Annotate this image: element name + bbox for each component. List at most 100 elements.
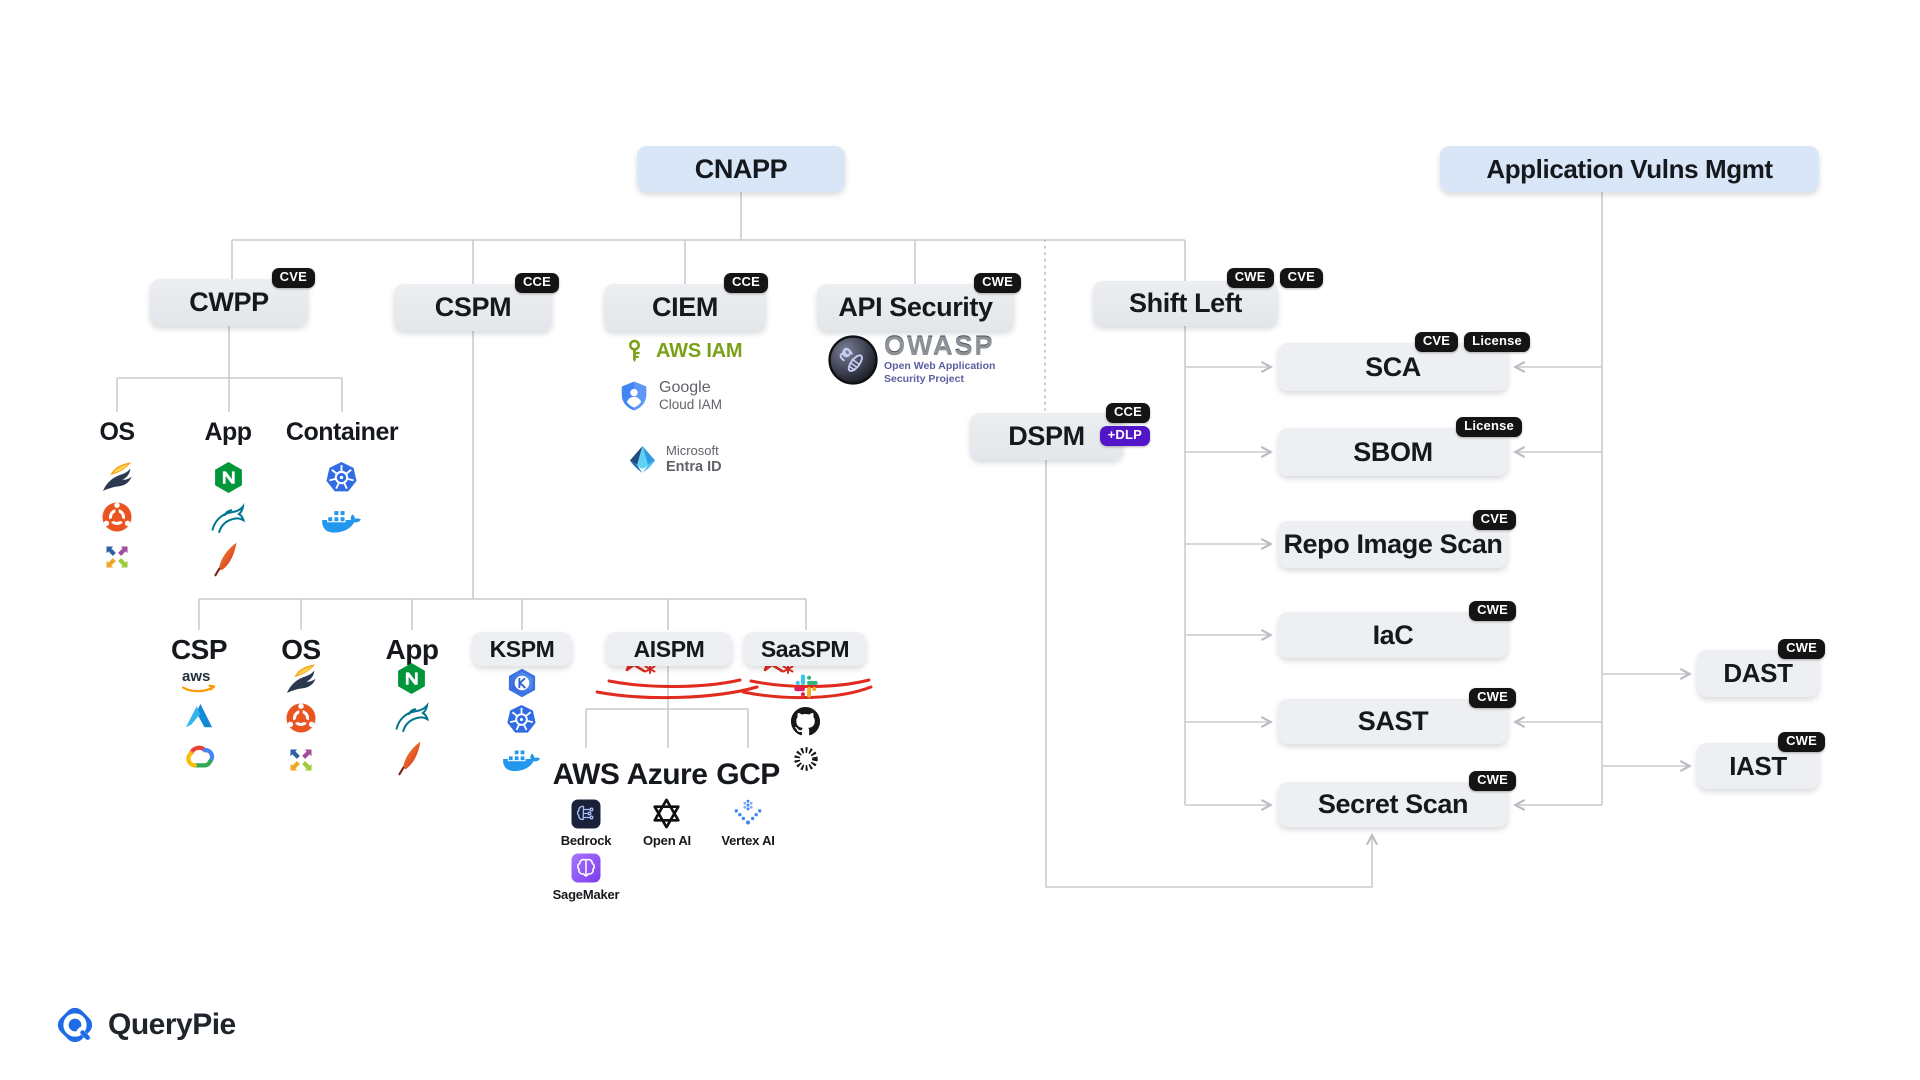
falcon-os-icon <box>99 460 135 496</box>
ciem-node: CIEM CCE <box>604 273 768 331</box>
api-security-node: API Security CWE <box>817 273 1021 331</box>
microsoft-entra-id-icon <box>627 444 658 475</box>
cwe-badge: CWE <box>1778 639 1825 659</box>
aws-icon: aws <box>181 668 216 693</box>
cve-badge: CVE <box>1279 268 1323 288</box>
cspm-app-label: App <box>385 634 439 665</box>
google-cloud-iam-item: Google Cloud IAM <box>617 379 722 413</box>
sca-label: SCA <box>1365 351 1421 382</box>
cce-badge: CCE <box>723 273 768 293</box>
cwpp-app-label: App <box>204 418 252 446</box>
querypie-brand: QueryPie <box>52 1002 236 1048</box>
saaspm-label: SaaSPM <box>760 635 850 662</box>
license-badge: License <box>1456 417 1522 437</box>
cwe-badge: CWE <box>1469 771 1516 791</box>
openai-icon <box>649 796 684 831</box>
repo-image-scan-label: Repo Image Scan <box>1283 529 1503 559</box>
aispm-gcp-label: GCP <box>716 758 780 791</box>
aispm-azure-label: Azure <box>626 758 708 791</box>
github-icon <box>790 706 821 737</box>
kubernetes-icon <box>506 704 537 735</box>
google-cloud-iam-shield-icon <box>617 379 651 413</box>
cspm-csp-label: CSP <box>170 634 228 665</box>
aws-bedrock-icon <box>570 798 602 830</box>
cwpp-container-label: Container <box>285 418 399 446</box>
api-security-label: API Security <box>838 292 993 322</box>
owasp-subtitle-2: Security Project <box>884 373 964 386</box>
cve-badge: CVE <box>271 268 315 288</box>
vertex-ai-icon <box>731 797 765 831</box>
ubuntu-icon <box>101 501 133 533</box>
secret-scan-label: Secret Scan <box>1317 789 1469 819</box>
docker-icon <box>320 502 364 538</box>
cspm-os-label: OS <box>281 634 321 665</box>
nginx-icon <box>212 461 245 494</box>
sast-label: SAST <box>1357 706 1429 736</box>
owasp-title: OWASP <box>884 331 995 361</box>
kspm-node: KSPM <box>472 632 572 666</box>
slack-icon <box>792 672 820 700</box>
azure-icon <box>184 701 214 731</box>
cve-badge: CVE <box>1414 332 1459 352</box>
dspm-label: DSPM <box>1008 421 1085 451</box>
cwe-badge: CWE <box>1778 732 1825 752</box>
iast-node: IAST CWE <box>1697 732 1825 789</box>
shift-left-node: Shift Left CWE CVE <box>1093 268 1323 326</box>
kspm-label: KSPM <box>489 635 555 662</box>
dspm-node: DSPM CCE +DLP <box>970 403 1150 460</box>
cwe-badge: CWE <box>1226 268 1274 288</box>
cspm-label: CSPM <box>434 292 512 322</box>
cce-badge: CCE <box>1105 403 1150 423</box>
sagemaker-caption: SageMaker <box>552 887 620 902</box>
cspm-node: CSPM CCE <box>394 273 559 331</box>
cloud-iam-label: Cloud IAM <box>659 397 723 413</box>
ubuntu-icon <box>285 702 317 734</box>
mysql-icon <box>390 699 434 737</box>
microsoft-label: Microsoft <box>666 443 719 458</box>
docker-icon <box>501 742 543 776</box>
aispm-aws-label: AWS <box>552 758 620 791</box>
apache-icon <box>210 540 246 578</box>
svg-text:aws: aws <box>182 668 210 685</box>
centos-icon <box>284 743 318 777</box>
aws-iam-item: AWS IAM <box>621 338 743 365</box>
bedrock-caption: Bedrock <box>560 833 612 848</box>
iac-label: IaC <box>1372 619 1414 650</box>
querypie-wordmark: QueryPie <box>108 1008 236 1041</box>
repo-image-scan-node: Repo Image Scan CVE <box>1278 510 1516 568</box>
dast-label: DAST <box>1723 658 1793 688</box>
centos-icon <box>100 540 134 574</box>
cce-badge: CCE <box>514 273 559 293</box>
iast-label: IAST <box>1729 750 1787 781</box>
shift-left-label: Shift Left <box>1129 288 1242 318</box>
iac-node: IaC CWE <box>1278 601 1516 658</box>
aws-sagemaker-icon <box>570 852 602 884</box>
google-label: Google <box>659 379 711 397</box>
burst-spinner-icon <box>791 744 821 774</box>
sca-node: SCA CVE License <box>1278 332 1530 391</box>
cwe-badge: CWE <box>1469 688 1516 708</box>
cnapp-node: CNAPP <box>637 146 845 192</box>
cwpp-node: CWPP CVE <box>150 268 315 326</box>
secret-scan-node: Secret Scan CWE <box>1278 771 1516 827</box>
owasp-item: OWASP Open Web Application Security Proj… <box>828 333 995 386</box>
kubernetes-icon <box>325 461 358 494</box>
dast-node: DAST CWE <box>1697 639 1825 697</box>
aispm-label: AISPM <box>633 635 705 662</box>
querypie-logo-icon <box>52 1002 98 1048</box>
sbom-label: SBOM <box>1353 436 1433 467</box>
avm-label: Application Vulns Mgmt <box>1486 153 1773 184</box>
dlp-badge: +DLP <box>1099 425 1150 446</box>
ciem-label: CIEM <box>652 292 718 322</box>
falcon-os-icon <box>283 662 319 698</box>
vertex-ai-caption: Vertex AI <box>721 833 775 848</box>
cnapp-label: CNAPP <box>694 153 788 184</box>
aispm-node: AISPM <box>606 632 732 666</box>
aws-iam-key-icon <box>621 338 648 365</box>
google-cloud-icon <box>179 739 219 773</box>
kubernetes-k-icon <box>507 668 537 698</box>
cwe-badge: CWE <box>1469 601 1516 621</box>
mysql-icon <box>206 500 250 538</box>
application-vulns-mgmt-node: Application Vulns Mgmt <box>1440 146 1819 192</box>
